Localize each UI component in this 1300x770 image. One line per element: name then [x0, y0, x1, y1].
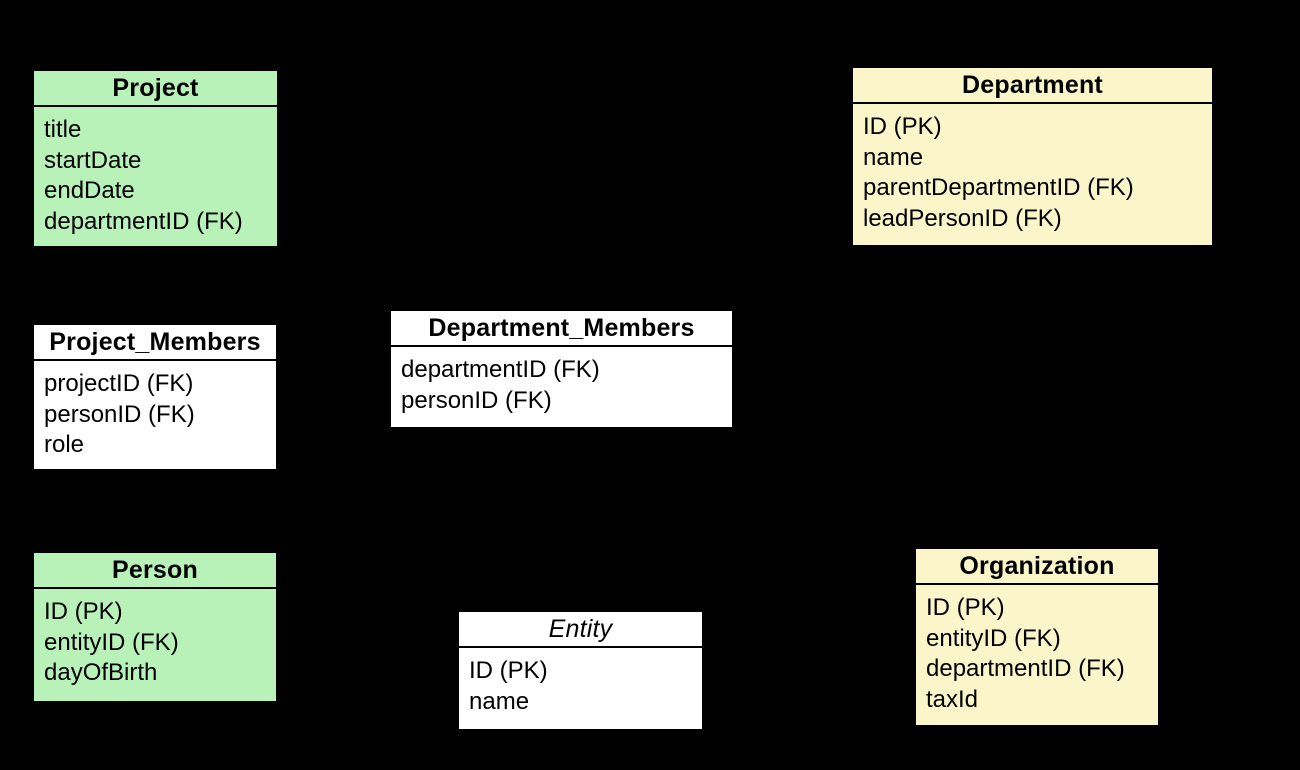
entity-title-person: Person [112, 555, 198, 584]
field-row: endDate [44, 177, 135, 204]
entity-title-project-members: Project_Members [49, 327, 261, 356]
field-row: personID (FK) [44, 400, 195, 428]
entity-header-project-members: Project_Members [34, 325, 276, 361]
field-row: projectID (FK) [44, 370, 194, 397]
field-row: ID (PK) [863, 113, 942, 140]
entity-box-person: Person ID (PK) entityID (FK) dayOfBirth [33, 552, 277, 702]
field-row: name [469, 687, 530, 715]
entity-fields-entity: ID (PK) name [459, 648, 702, 717]
entity-header-project: Project [34, 71, 277, 107]
field-row: departmentID (FK) [401, 356, 600, 383]
entity-title-project: Project [112, 73, 199, 102]
field-row: ID (PK) [469, 657, 548, 684]
entity-header-department-members: Department_Members [391, 311, 732, 347]
entity-title-department: Department [962, 70, 1103, 99]
field-row: ID (PK) [44, 598, 123, 625]
field-row: departmentID (FK) [44, 207, 243, 235]
entity-title-entity: Entity [548, 614, 613, 643]
entity-box-project-members: Project_Members projectID (FK) personID … [33, 324, 277, 470]
entity-header-entity: Entity [459, 612, 702, 648]
field-row: title [44, 116, 82, 143]
field-row: role [44, 431, 85, 458]
entity-title-department-members: Department_Members [428, 313, 695, 342]
entity-fields-department: ID (PK) name parentDepartmentID (FK) lea… [853, 104, 1212, 234]
field-row: personID (FK) [401, 386, 552, 414]
entity-title-organization: Organization [959, 551, 1115, 580]
entity-box-project: Project title startDate endDate departme… [33, 70, 278, 247]
entity-box-entity: Entity ID (PK) name [458, 611, 703, 730]
entity-fields-project: title startDate endDate departmentID (FK… [34, 107, 277, 237]
field-row: leadPersonID (FK) [863, 204, 1062, 232]
entity-fields-project-members: projectID (FK) personID (FK) role [34, 361, 276, 461]
entity-box-department-members: Department_Members departmentID (FK) per… [390, 310, 733, 428]
field-row: taxId [926, 685, 979, 713]
entity-header-department: Department [853, 68, 1212, 104]
field-row: entityID (FK) [926, 624, 1061, 652]
entity-header-person: Person [34, 553, 276, 589]
field-row: name [863, 143, 924, 171]
field-row: parentDepartmentID (FK) [863, 174, 1134, 201]
entity-fields-person: ID (PK) entityID (FK) dayOfBirth [34, 589, 276, 689]
field-row: startDate [44, 146, 142, 174]
entity-fields-department-members: departmentID (FK) personID (FK) [391, 347, 732, 416]
field-row: dayOfBirth [44, 659, 158, 686]
field-row: ID (PK) [926, 594, 1005, 621]
entity-header-organization: Organization [916, 549, 1158, 585]
entity-box-department: Department ID (PK) name parentDepartment… [852, 67, 1213, 246]
entity-fields-organization: ID (PK) entityID (FK) departmentID (FK) … [916, 585, 1158, 715]
entity-box-organization: Organization ID (PK) entityID (FK) depar… [915, 548, 1159, 726]
field-row: departmentID (FK) [926, 655, 1125, 682]
field-row: entityID (FK) [44, 628, 179, 656]
